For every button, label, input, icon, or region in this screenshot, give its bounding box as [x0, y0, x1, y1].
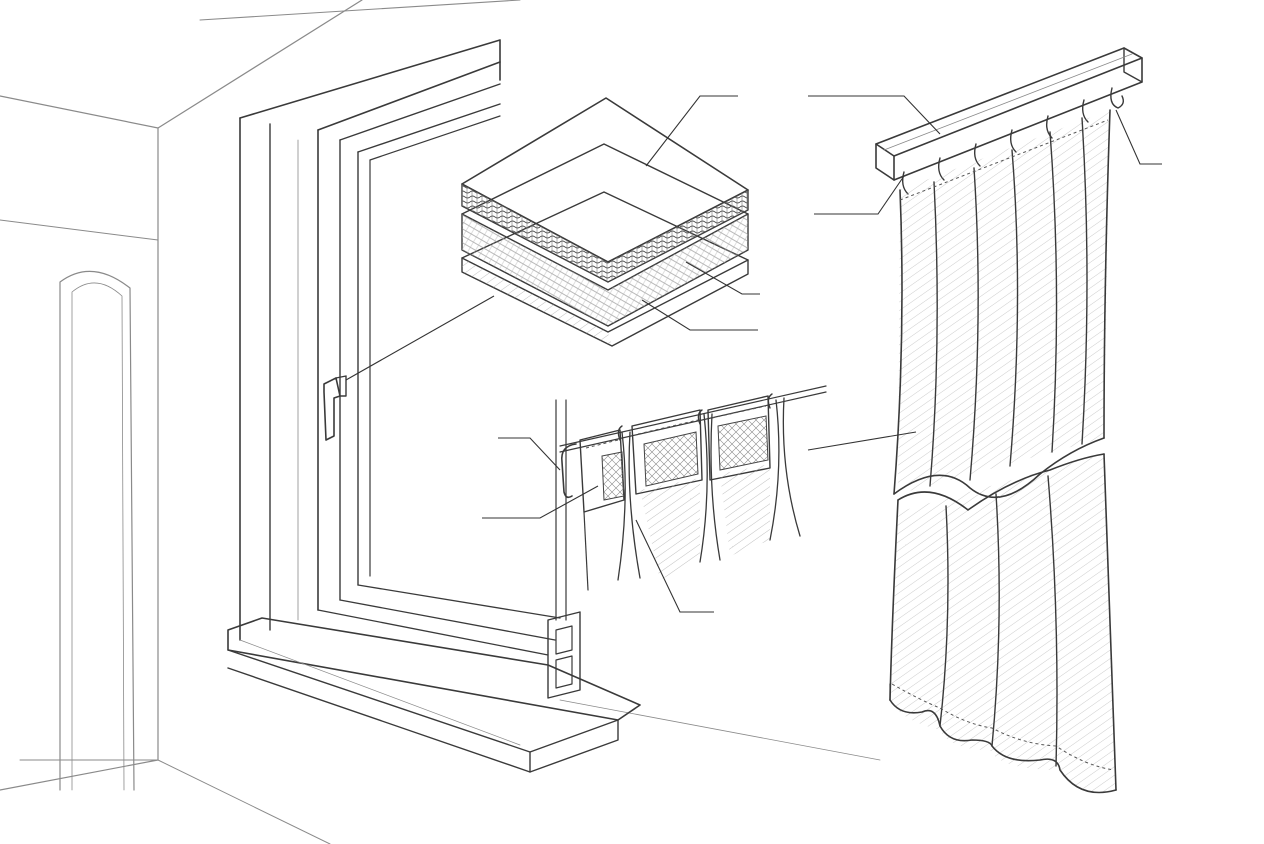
callout-pleat-fold	[635, 519, 714, 613]
callout-tape-hook	[498, 437, 561, 471]
pleat-tape	[559, 385, 827, 591]
track-end-hook-icon	[1110, 87, 1125, 109]
weave-top-layer	[461, 97, 749, 283]
room-interior	[0, 0, 881, 844]
fabric-layers	[461, 97, 749, 347]
window	[227, 39, 641, 773]
track-rail	[875, 47, 1143, 181]
curtain-panel	[889, 109, 1117, 794]
door-arch	[59, 270, 135, 791]
tape-hook-icon	[560, 393, 773, 499]
frame-profile	[547, 399, 581, 699]
callout-bottom-layer	[641, 299, 758, 331]
callout-curtain-fabric	[807, 431, 917, 451]
callout-glider-hook	[814, 175, 905, 215]
callout-leaders	[345, 95, 1162, 613]
window-sill	[227, 617, 641, 773]
bottom-layer	[461, 191, 749, 347]
callout-weave-top-layer	[645, 95, 738, 167]
callout-middle-layer	[685, 261, 760, 295]
callout-heading-tape	[482, 485, 599, 519]
middle-layer	[461, 143, 749, 327]
callout-window-handle	[345, 295, 495, 381]
curtain-track	[875, 47, 1143, 195]
callout-track-rail	[808, 95, 941, 135]
callout-track-end-hook	[1115, 109, 1162, 165]
window-handle-icon	[323, 375, 347, 441]
pleat-fold	[583, 397, 801, 591]
curtain-hem	[889, 683, 1117, 794]
